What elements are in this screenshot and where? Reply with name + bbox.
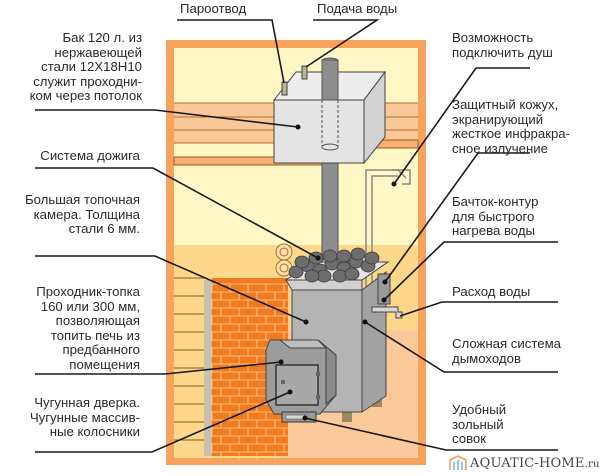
stone: [336, 249, 352, 263]
stone: [350, 247, 366, 261]
watermark-logo-icon: [449, 455, 467, 470]
steam-outlet-nozzle: [281, 81, 288, 96]
watermark-text: AQUATIC-HOME: [470, 456, 585, 471]
label-shower: Возможность подключить душ: [452, 30, 553, 60]
water-tank: [272, 59, 386, 165]
leader-fire-tunnel: [35, 361, 282, 375]
label-fire-tunnel: Проходник-топка 160 или 300 мм, позволяю…: [36, 284, 140, 372]
label-tank: Бак 120 л. из нержавеющей стали 12Х18Н10…: [29, 30, 142, 103]
stone: [294, 255, 310, 269]
leader-afterburn: [35, 167, 319, 259]
leader-heat-tank: [383, 241, 558, 301]
leader-cast-door: [35, 391, 291, 453]
stone: [332, 269, 348, 283]
stone: [304, 269, 320, 283]
water-tap: [371, 306, 403, 319]
label-chimney-system: Сложная система дымоходов: [452, 336, 561, 366]
label-cast-door: Чугунная дверка. Чугунные массив- ные ко…: [29, 395, 140, 439]
watermark-suffix: .ru: [584, 459, 600, 470]
leader-water-supply: [305, 19, 380, 68]
leader-tank: [35, 109, 299, 128]
leader-firebox: [35, 255, 307, 323]
sauna-stones: [288, 247, 380, 283]
label-water-out: Расход воды: [452, 284, 531, 299]
cast-iron-door: [275, 364, 319, 406]
leader-steam-outlet: [177, 19, 285, 84]
leader-shower: [393, 67, 530, 185]
stove: [265, 247, 403, 423]
stone: [288, 265, 304, 279]
leader-water-out: [399, 301, 558, 317]
label-afterburn: Система дожига: [40, 148, 140, 163]
label-heat-tank: Бачток-контур для быстрого нагрева воды: [452, 194, 539, 238]
stone: [322, 249, 338, 263]
leader-ash-pan: [304, 417, 558, 451]
label-water-supply: Подача воды: [317, 1, 398, 16]
stone: [344, 267, 360, 281]
leader-chimney: [364, 321, 558, 373]
label-steam-outlet: Пароотвод: [180, 1, 247, 16]
label-firebox: Большая топочная камера. Толщина стали 6…: [24, 192, 140, 236]
stone: [364, 251, 380, 265]
leader-casing: [384, 152, 530, 283]
leader-dots: [278, 124, 397, 421]
label-casing: Защитный кожух, экранирующий жесткое инф…: [452, 97, 571, 156]
label-ash-pan: Удобный зольный совок: [452, 402, 507, 446]
brick-wall: [204, 243, 293, 460]
watermark: AQUATIC-HOME.ru: [470, 456, 600, 471]
water-supply-nozzle: [301, 65, 308, 80]
leader-lines: [35, 19, 558, 453]
